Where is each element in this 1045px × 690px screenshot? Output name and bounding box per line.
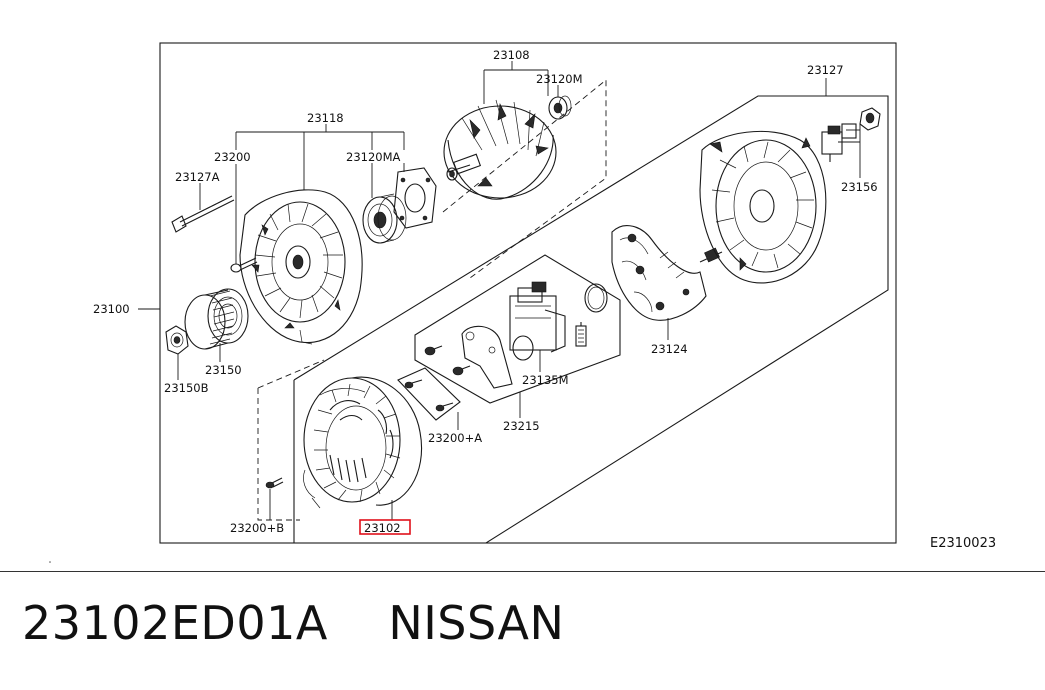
diagram-frame: [159, 42, 897, 544]
front-bracket-23118: [239, 189, 363, 345]
retainer-plate: [393, 167, 437, 229]
label-23127: 23127: [807, 63, 844, 77]
label-23200A: 23200+A: [428, 431, 482, 445]
caption-gap: [328, 596, 389, 650]
label-23200: 23200: [214, 150, 251, 164]
stator-dashed-edge: [257, 359, 325, 389]
terminal-23156: [821, 107, 881, 162]
label-23150: 23150: [205, 363, 242, 377]
regulator-bracket: [424, 325, 513, 389]
label-23215: 23215: [503, 419, 540, 433]
screw-23200B: [265, 477, 284, 489]
part-labels: 23100 23108 23120M 23127 23118 23200 231…: [49, 48, 996, 563]
label-23150B: 23150B: [164, 381, 209, 395]
part-number: 23102ED01A: [22, 596, 328, 650]
rear-bearing-23120M: [548, 95, 572, 120]
label-23135M: 23135M: [522, 373, 569, 387]
rotor-23108: [443, 99, 557, 200]
regulator-group-boundary: [414, 254, 621, 404]
label-23118: 23118: [307, 111, 344, 125]
leader-lines: [138, 61, 861, 520]
pulley-23150: [184, 288, 249, 350]
assembly-23127-boundary: [293, 95, 889, 544]
caption-divider: [0, 571, 1045, 572]
label-23120M: 23120M: [536, 72, 583, 86]
front-bearing-23120MA: [362, 193, 407, 244]
rectifier-23124: [611, 225, 723, 321]
label-23156: 23156: [841, 180, 878, 194]
part-caption: 23102ED01A NISSAN: [22, 596, 564, 650]
label-23127A: 23127A: [175, 170, 220, 184]
label-23124: 23124: [651, 342, 688, 356]
label-23100: 23100: [93, 302, 130, 316]
pulley-nut-23150B: [165, 325, 189, 355]
regulator-23135M: [509, 281, 587, 361]
label-23102: 23102: [364, 521, 401, 535]
retaining-ring: [584, 283, 608, 313]
stator-23102: [303, 376, 422, 509]
rotor-dashed-boundary: [442, 79, 607, 279]
stator-dashed-boundary: [257, 388, 300, 521]
highlight-box-23102: [359, 519, 411, 535]
bolt-pair-boundary: [397, 367, 461, 421]
speck: [49, 561, 51, 563]
diagram-code: E2310023: [930, 536, 996, 551]
label-23120MA: 23120MA: [346, 150, 401, 164]
label-23200B: 23200+B: [230, 521, 284, 535]
bolts-23200A: [404, 379, 454, 412]
label-23108: 23108: [493, 48, 530, 62]
brand-name: NISSAN: [388, 596, 565, 650]
through-bolt-23127A: [171, 195, 235, 233]
rear-cover-23127: [699, 130, 827, 284]
